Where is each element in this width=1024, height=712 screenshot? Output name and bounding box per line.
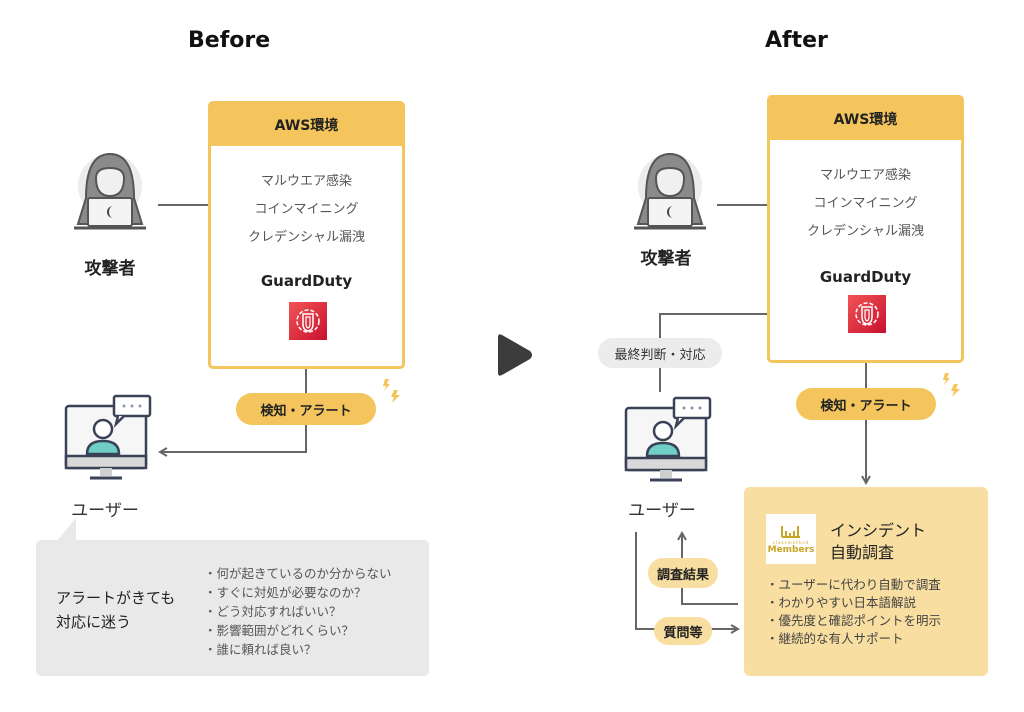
aws-environment-box: AWS環境 マルウエア感染 コインマイニング クレデンシャル漏洩 GuardDu…: [208, 101, 405, 369]
guardduty-to-user-arrow: [160, 340, 307, 452]
aws-box-title: AWS環境: [211, 104, 402, 146]
members-logo-icon: [781, 525, 800, 538]
result-pill: 調査結果: [648, 558, 718, 588]
concern-item: ・影響範囲がどれくらい？: [204, 623, 355, 638]
question-pill: 質問等: [654, 617, 712, 645]
lightning-icon: [943, 373, 960, 397]
attacker-label: 攻撃者: [640, 249, 692, 269]
aws-box-title: AWS環境: [770, 98, 961, 140]
guardduty-icon: [848, 295, 886, 333]
feature-item: ・継続的な有人サポート: [766, 631, 904, 646]
guardduty-icon: [289, 302, 327, 340]
threat-item: コインマイニング: [254, 202, 359, 217]
user-label: ユーザー: [628, 501, 696, 521]
threat-item: クレデンシャル漏洩: [806, 224, 924, 239]
feature-item: ・わかりやすい日本語解説: [766, 595, 917, 610]
concern-list: ・何が起きているのか分からない ・すぐに対処が必要なのか？ ・どう対応すればいい…: [204, 564, 392, 659]
threat-item: マルウエア感染: [260, 174, 352, 189]
play-triangle-icon: [498, 334, 532, 376]
concern-bubble: アラートがきても 対応に迷う ・何が起きているのか分からない ・すぐに対処が必要…: [36, 540, 429, 676]
user-label: ユーザー: [71, 501, 139, 521]
members-logo: classmethod Members: [766, 514, 816, 564]
before-heading: Before: [188, 28, 271, 53]
user-monitor-icon: [64, 394, 152, 480]
attacker-icon: [74, 152, 146, 230]
incident-investigation-box: classmethod Members インシデント 自動調査 ・ユーザーに代わ…: [744, 487, 988, 676]
incident-title: インシデント 自動調査: [830, 521, 927, 562]
attacker-icon: [634, 152, 706, 230]
concern-item: ・何が起きているのか分からない: [204, 566, 392, 581]
after-heading: After: [765, 28, 828, 53]
incident-feature-list: ・ユーザーに代わり自動で調査 ・わかりやすい日本語解説 ・優先度と確認ポイントを…: [766, 576, 941, 648]
concern-title: アラートがきても 対応に迷う: [56, 589, 176, 631]
attacker-label: 攻撃者: [84, 259, 136, 279]
feature-item: ・優先度と確認ポイントを明示: [766, 613, 942, 628]
bubble-tail: [56, 518, 76, 542]
aws-environment-box: AWS環境 マルウエア感染 コインマイニング クレデンシャル漏洩 GuardDu…: [767, 95, 964, 363]
concern-item: ・すぐに対処が必要なのか？: [204, 585, 367, 600]
user-monitor-icon: [624, 396, 712, 482]
threat-item: クレデンシャル漏洩: [247, 230, 365, 245]
lightning-icon: [383, 379, 400, 403]
guardduty-label: GuardDuty: [819, 268, 912, 286]
alert-pill: 検知・アラート: [796, 388, 936, 420]
threat-item: コインマイニング: [813, 196, 918, 211]
threat-item: マルウエア感染: [819, 168, 911, 183]
concern-item: ・どう対応すればいい？: [204, 604, 342, 619]
guardduty-label: GuardDuty: [260, 272, 353, 290]
alert-pill: 検知・アラート: [236, 393, 376, 425]
incident-to-user-arrow: [682, 533, 738, 605]
feature-item: ・ユーザーに代わり自動で調査: [766, 577, 941, 592]
concern-item: ・誰に頼れば良い？: [204, 642, 317, 657]
decision-pill: 最終判断・対応: [598, 338, 722, 368]
